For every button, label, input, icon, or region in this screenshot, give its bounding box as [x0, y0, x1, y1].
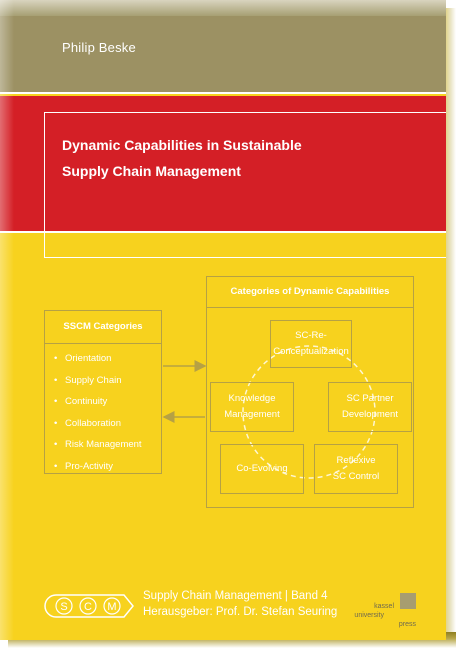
- diagram-graphics: [162, 345, 376, 479]
- divider-line: [0, 92, 446, 94]
- title-frame: [44, 112, 446, 258]
- cover-top-bevel: [0, 0, 446, 16]
- capability-label: Co-Evolving: [236, 463, 288, 474]
- capability-label: Knowledge: [228, 393, 276, 404]
- capability-label: Development: [342, 409, 398, 420]
- title-band: [0, 96, 446, 231]
- capability-label: Reflexive: [336, 455, 376, 466]
- sscm-item-continued: Continuity: [54, 391, 164, 413]
- capability-label: Conceptualization: [273, 346, 349, 357]
- publisher-line: university: [354, 612, 384, 619]
- sscm-item: Pro-Activity: [54, 456, 164, 478]
- divider-line: [0, 231, 446, 233]
- capabilities-box: [206, 276, 414, 508]
- publisher-line: press: [398, 621, 416, 628]
- capability-knowledge-management: Knowledge Management: [210, 382, 294, 432]
- sscm-item: Collaboration: [54, 413, 164, 435]
- publisher-line: kassel: [374, 603, 394, 610]
- capability-reflexive-control: Reflexive SC Control: [314, 444, 398, 494]
- capability-label: Management: [224, 409, 280, 420]
- sscm-list: Orientation Supply Chain Continuity Coll…: [54, 348, 164, 477]
- capability-label: SC Partner: [346, 393, 394, 404]
- title-line-1: Dynamic Capabilities in Sustainable: [62, 137, 302, 153]
- author-name: Philip Beske: [62, 40, 136, 55]
- capability-reconceptualization: SC-Re- Conceptualization: [270, 320, 352, 368]
- dashed-cycle-circle: [242, 345, 376, 479]
- cover-left-bevel: [0, 0, 14, 640]
- sscm-item: Risk Management: [54, 434, 164, 456]
- scm-series-logo: S C M: [44, 594, 134, 618]
- sscm-item: Orientation: [54, 348, 164, 370]
- series-editor: Herausgeber: Prof. Dr. Stefan Seuring: [143, 606, 338, 618]
- kassel-university-press-logo: [400, 593, 416, 609]
- title-line-2: Supply Chain Management: [62, 163, 241, 179]
- book-title: Dynamic Capabilities in Sustainable Supp…: [62, 132, 302, 184]
- capabilities-heading: Categories of Dynamic Capabilities: [206, 276, 414, 308]
- capability-label: SC Control: [332, 471, 380, 482]
- sscm-item: Supply Chain: [54, 370, 164, 392]
- logo-letter: M: [107, 601, 116, 613]
- logo-letter: C: [84, 601, 92, 613]
- logo-letter: S: [60, 601, 67, 613]
- series-info: Supply Chain Management | Band 4 Herausg…: [143, 588, 337, 620]
- series-title: Supply Chain Management | Band 4: [143, 590, 328, 602]
- sscm-heading: SSCM Categories: [44, 310, 162, 344]
- book-cover: Philip Beske Dynamic Capabilities in Sus…: [0, 0, 446, 640]
- author-band: [0, 16, 446, 92]
- capability-partner-development: SC Partner Development: [328, 382, 412, 432]
- capability-co-evolving: Co-Evolving: [220, 444, 304, 494]
- capability-label: SC-Re-: [295, 330, 327, 341]
